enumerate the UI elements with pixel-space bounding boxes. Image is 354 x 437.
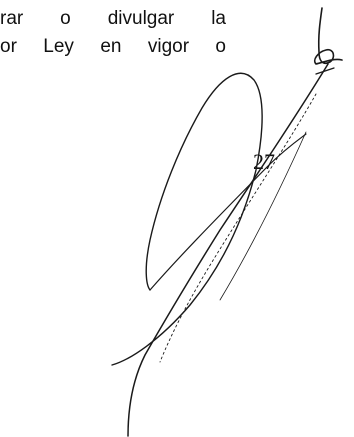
body-text-line-1: rar o divulgar la [0,8,226,29]
body-text-line-2: or Ley en vigor o [0,36,226,57]
